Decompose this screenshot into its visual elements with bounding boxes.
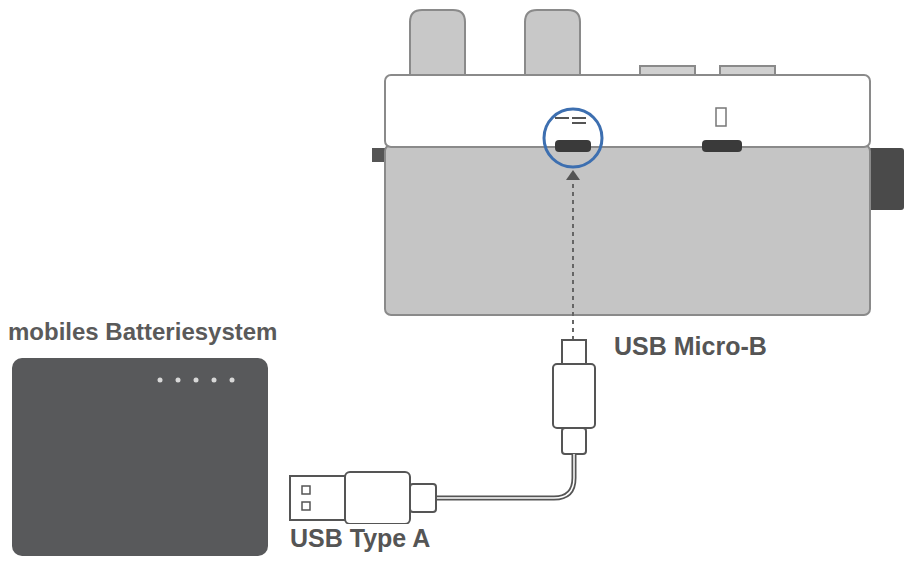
type-a-plug xyxy=(345,472,410,524)
type-a-hole xyxy=(302,486,310,494)
power-symbol xyxy=(555,118,586,123)
micro-usb-port xyxy=(555,140,591,152)
cable xyxy=(436,454,574,498)
port-symbol xyxy=(716,108,726,126)
dashed-guide xyxy=(572,184,574,340)
knob xyxy=(410,10,465,85)
connector-label: USB Type A xyxy=(288,524,432,553)
device-top-panel xyxy=(385,75,870,147)
insert-arrow xyxy=(566,170,580,180)
battery-body xyxy=(12,358,268,556)
strain-relief xyxy=(562,428,586,454)
type-a-relief xyxy=(410,484,436,512)
type-a-metal xyxy=(290,476,345,520)
micro-b-plug xyxy=(553,364,595,428)
cable-inner xyxy=(436,454,574,498)
charge-dots xyxy=(140,370,250,390)
type-a-hole xyxy=(302,502,310,510)
side-switch xyxy=(372,148,386,162)
power-bank: mobiles Batteriesystem xyxy=(8,318,274,556)
device-heading: mobiles Batteriesystem xyxy=(8,318,274,346)
port-highlight xyxy=(544,109,602,167)
micro-b-tip xyxy=(562,340,586,364)
knob xyxy=(525,10,580,85)
side-jack xyxy=(868,148,904,210)
device-body xyxy=(385,145,870,315)
port xyxy=(702,140,742,152)
connector-label: USB Micro-B xyxy=(612,332,769,361)
